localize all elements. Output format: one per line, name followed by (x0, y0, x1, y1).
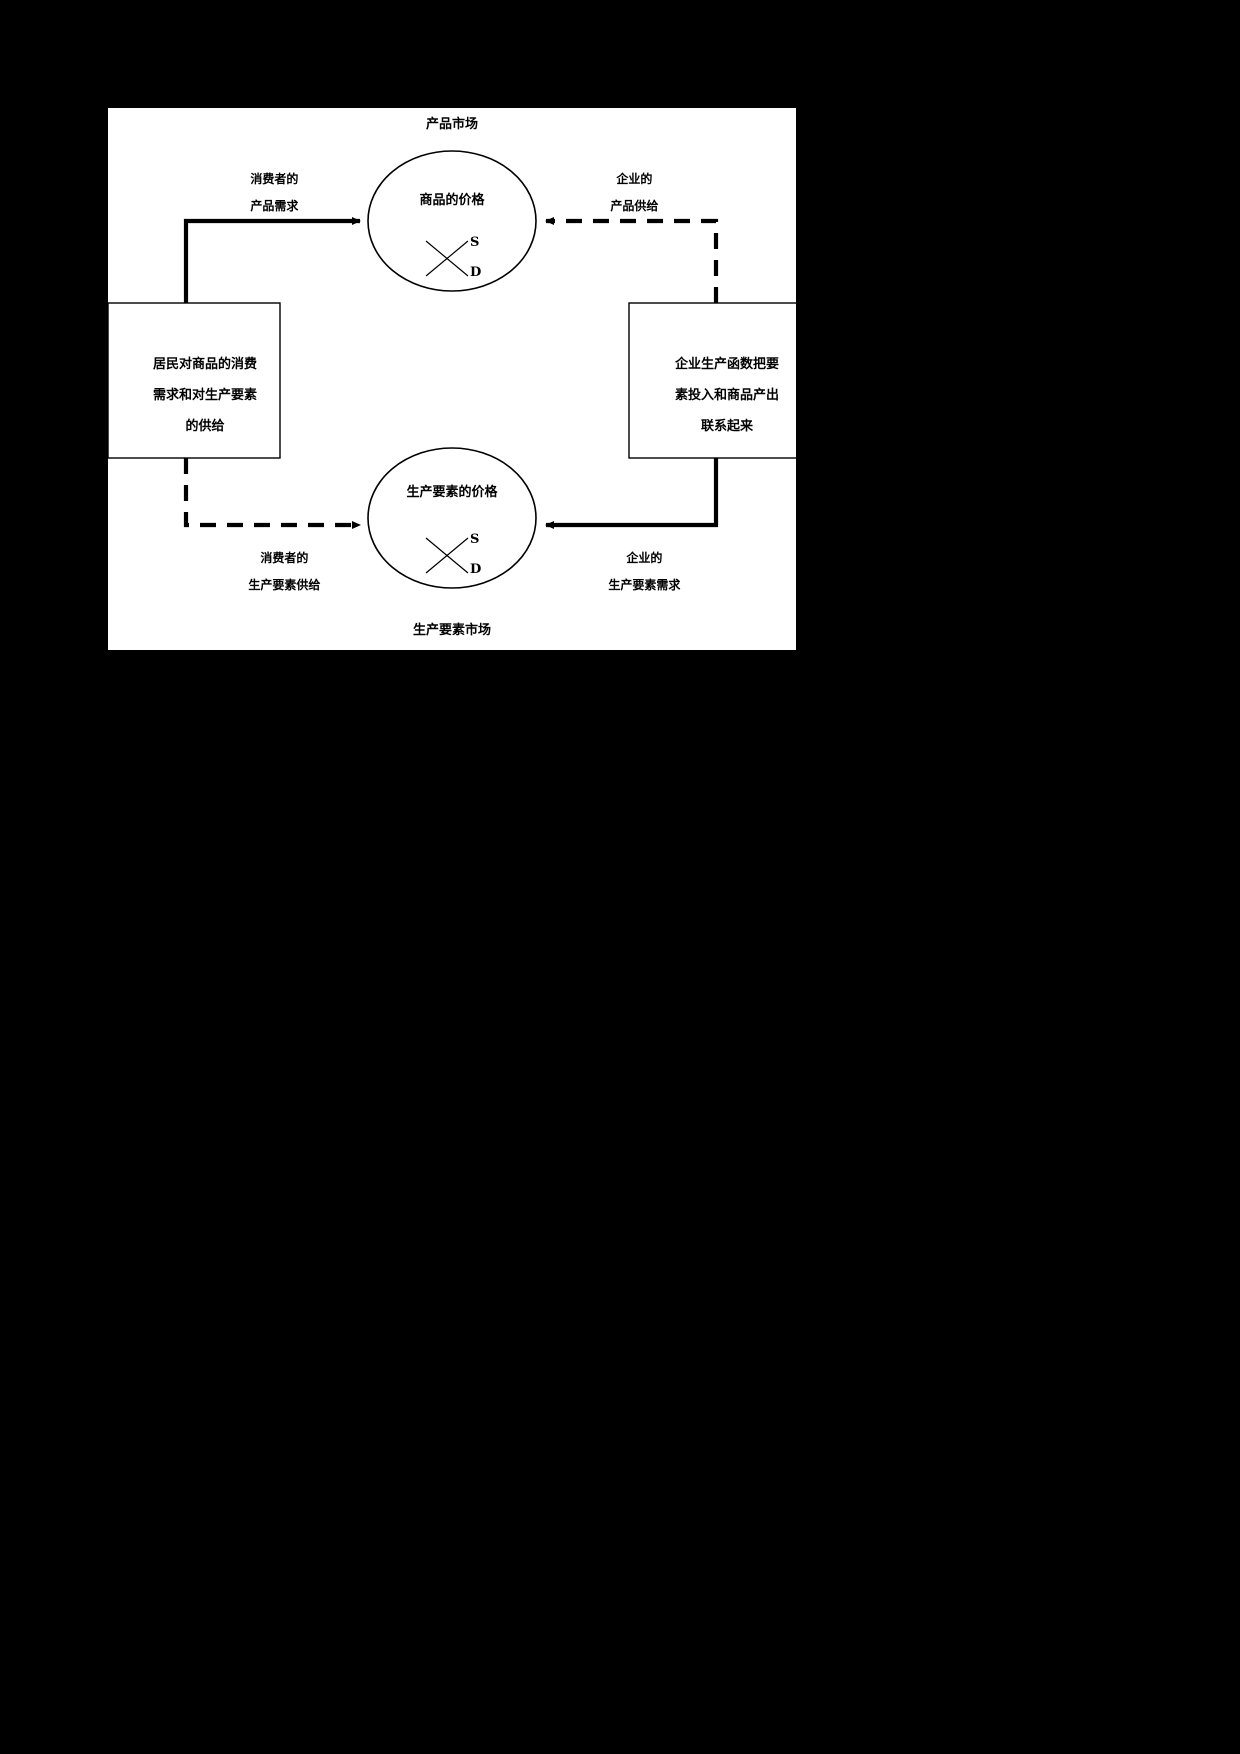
box-text-line3: 的供给 (185, 418, 225, 434)
box-households (108, 302, 281, 459)
edge-label-line2: 生产要素需求 (608, 578, 681, 593)
edge-label-line1: 企业的 (616, 172, 653, 187)
box-firms (628, 302, 796, 459)
arrow-consumer-product-demand (183, 217, 361, 303)
edge-label-line2: 产品供给 (610, 199, 659, 214)
box-households-text: 居民对商品的消费 需求和对生产要素 的供给 (116, 341, 276, 450)
edge-label-line2: 产品需求 (250, 199, 299, 214)
title-product-market: 产品市场 (425, 117, 478, 132)
circle-commodity-price (367, 150, 537, 292)
box-firms-text: 企业生产函数把要 素投入和商品产出 联系起来 (630, 341, 796, 450)
edge-label-consumer-factor-supply: 消费者的 生产要素供给 (200, 539, 352, 606)
box-text-line1: 居民对商品的消费 (153, 356, 258, 372)
circle-top-label: 商品的价格 (419, 193, 485, 208)
circle-bottom-label: 生产要素的价格 (406, 485, 498, 500)
arrow-firm-factor-demand (545, 458, 719, 529)
diagram-panel: 产品市场 生产要素市场 消费者的 产品需求 企业的 产品供给 消费者的 生产要素… (108, 108, 796, 650)
edge-label-firm-factor-demand: 企业的 生产要素需求 (560, 539, 712, 606)
box-text-line2: 素投入和商品产出 (675, 387, 780, 403)
edge-label-line2: 生产要素供给 (248, 578, 321, 593)
diagram-canvas (108, 150, 796, 589)
arrow-firm-product-supply (545, 217, 719, 303)
edge-label-consumer-product-demand: 消费者的 产品需求 (200, 160, 332, 227)
supply-letter-top: S (470, 235, 480, 250)
demand-letter-bottom: D (470, 562, 482, 577)
edge-label-line1: 消费者的 (250, 172, 299, 187)
edge-label-line1: 消费者的 (260, 551, 309, 566)
box-text-line2: 需求和对生产要素 (153, 387, 258, 403)
arrow-consumer-factor-supply (183, 458, 361, 529)
title-factor-market: 生产要素市场 (412, 623, 491, 638)
demand-letter-top: D (470, 265, 482, 280)
supply-demand-cross-top (425, 240, 469, 277)
box-text-line1: 企业生产函数把要 (675, 356, 780, 372)
edge-label-firm-product-supply: 企业的 产品供给 (560, 160, 692, 227)
box-text-line3: 联系起来 (701, 418, 754, 434)
edge-label-line1: 企业的 (626, 551, 663, 566)
supply-demand-cross-bottom (425, 537, 469, 574)
circle-factor-price (367, 447, 537, 589)
supply-letter-bottom: S (470, 532, 480, 547)
